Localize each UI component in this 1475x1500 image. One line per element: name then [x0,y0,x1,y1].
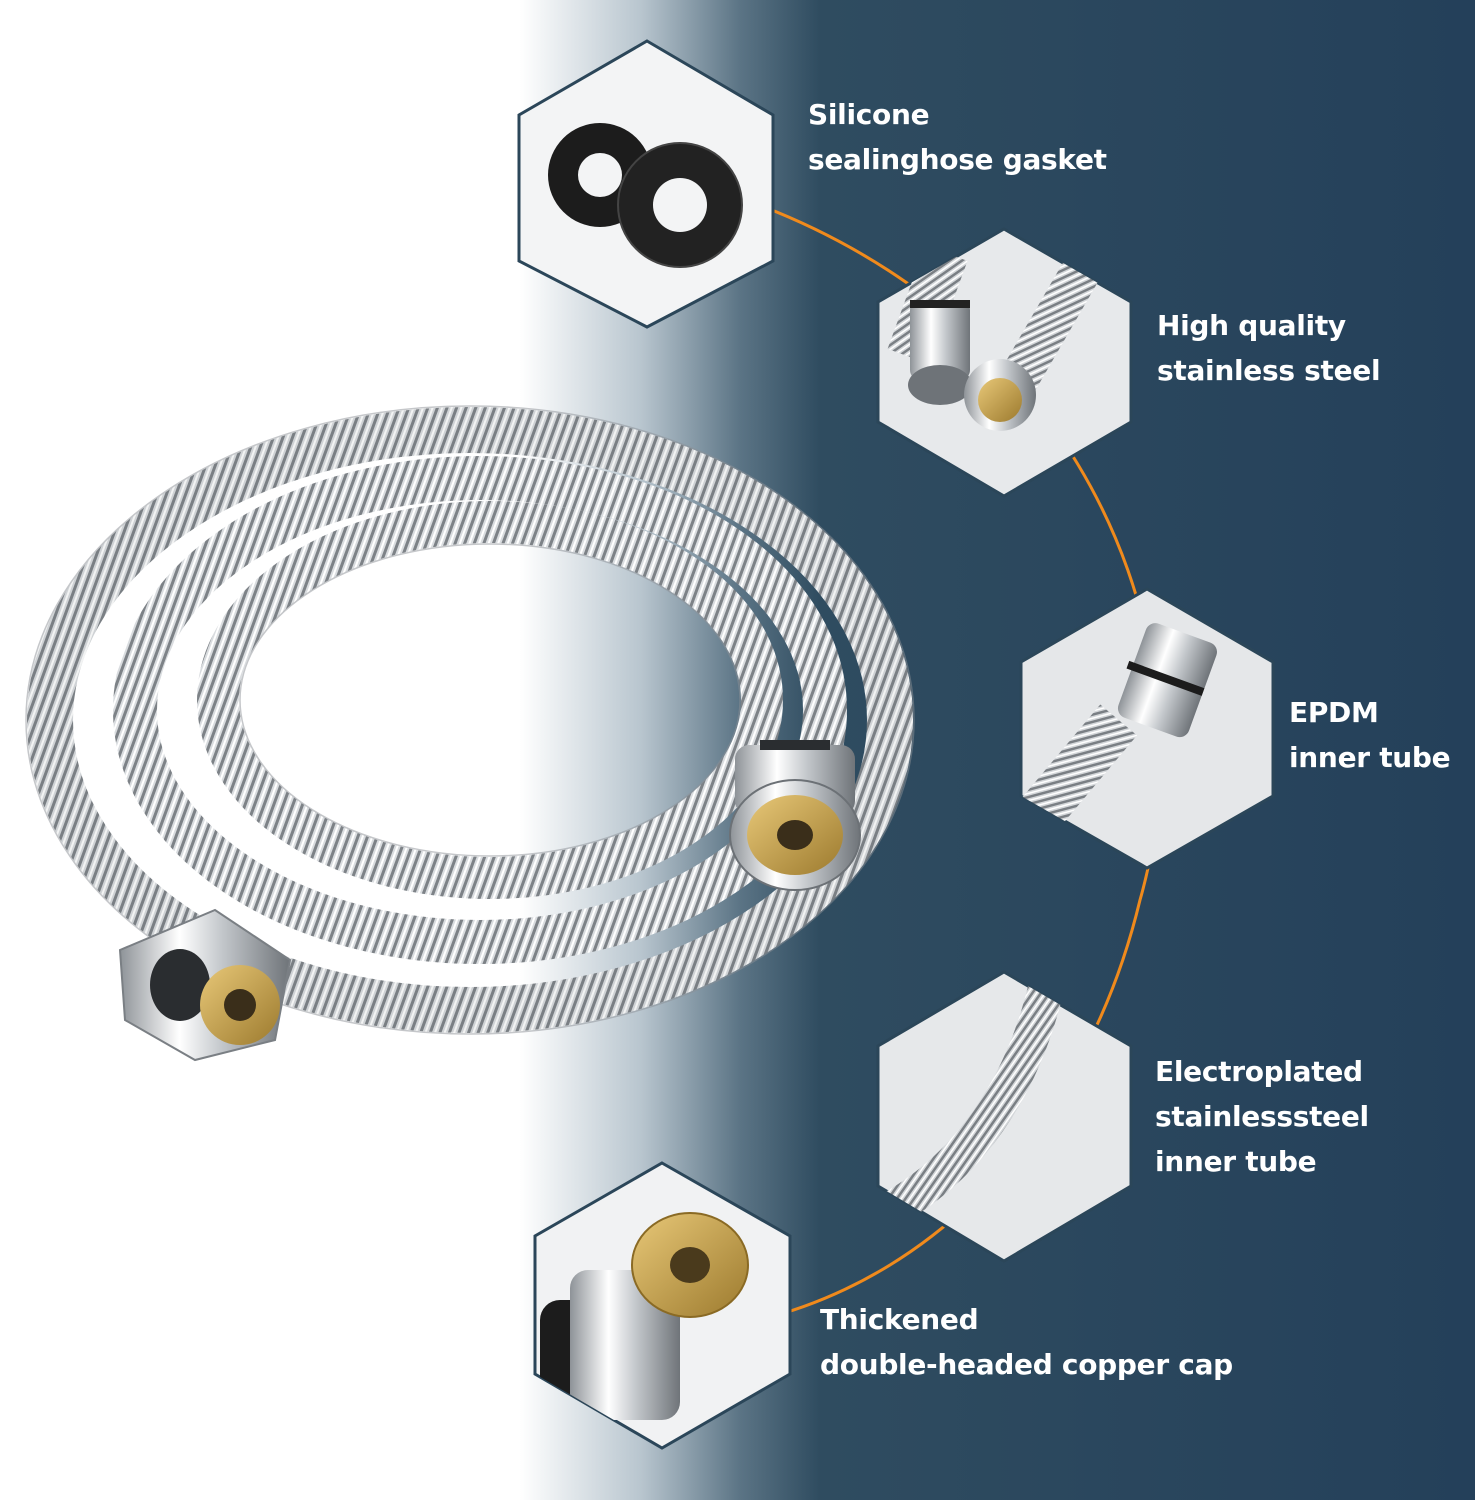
feature-label-line: sealinghose gasket [808,143,1107,176]
hex-frame-gasket [517,39,775,329]
feature-label-epdm: EPDM inner tube [1289,690,1451,780]
hose-end-fitting-left [118,908,292,1062]
feature-label-line: double-headed copper cap [820,1348,1233,1381]
feature-label-line: stainless steel [1157,354,1381,387]
feature-label-line: Silicone [808,98,930,131]
feature-label-line: inner tube [1289,741,1451,774]
hex-frame-epdm [1019,587,1275,870]
feature-label-line: Electroplated [1155,1055,1363,1088]
feature-label-gasket: Silicone sealinghose gasket [808,92,1107,182]
feature-label-line: Thickened [820,1303,979,1336]
corrugated-hose-icon [881,972,1068,1226]
feature-label-line: EPDM [1289,696,1379,729]
feature-label-copper-cap: Thickened double-headed copper cap [820,1297,1233,1387]
feature-label-steel: High quality stainless steel [1157,303,1381,393]
hose-fittings-icon [887,245,1105,431]
hex-frame-copper-cap [533,1161,792,1450]
hex-frame-steel [876,227,1133,498]
hose-end-fitting-right [729,740,861,891]
feature-label-line: High quality [1157,309,1346,342]
brass-nut-icon [540,1212,749,1420]
feature-label-electroplated: Electroplated stainlesssteel inner tube [1155,1049,1369,1184]
feature-label-line: stainlesssteel [1155,1100,1369,1133]
hex-frame-electroplated [876,970,1133,1263]
coiled-hose [25,405,915,1035]
feature-label-line: inner tube [1155,1145,1317,1178]
gasket-rings-icon [548,123,743,268]
